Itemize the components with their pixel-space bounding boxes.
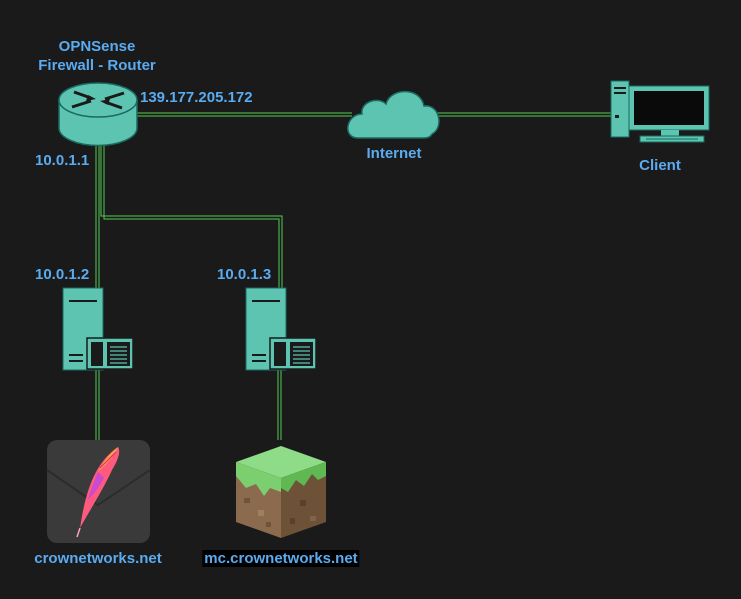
cloud-icon [347, 90, 440, 139]
client-label: Client [639, 157, 681, 174]
router-name-line1: OPNSense [58, 38, 136, 55]
link-router-server-1 [95, 146, 100, 290]
link-router-server-2 [100, 146, 283, 290]
server-2-ip: 10.0.1.3 [217, 266, 272, 283]
router-icon [58, 82, 138, 147]
server-icon [62, 287, 134, 371]
minecraft-grass-block-icon [236, 446, 326, 538]
link-internet-client [432, 112, 612, 117]
link-server-2-app [277, 370, 282, 440]
server-2-domain: mc.crownetworks.net [202, 550, 360, 567]
internet-label: Internet [366, 145, 422, 162]
server-1-ip: 10.0.1.2 [35, 266, 90, 283]
server-icon [245, 287, 317, 371]
router-wan-ip: 139.177.205.172 [140, 89, 253, 106]
link-server-1-app [95, 370, 100, 440]
link-router-internet [136, 112, 352, 117]
server-1-domain: crownetworks.net [34, 550, 162, 567]
router-lan-ip: 10.0.1.1 [35, 152, 90, 169]
apache-feather-icon [46, 440, 151, 543]
router-name-line2: Firewall - Router [38, 57, 156, 74]
desktop-computer-icon [610, 80, 710, 143]
